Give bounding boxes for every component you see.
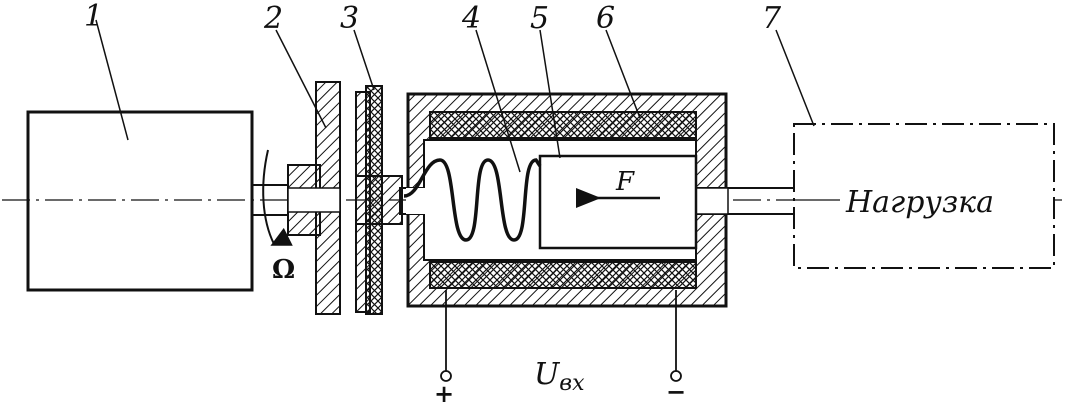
terminal-plus-lead	[440, 290, 452, 382]
coil-leader-line	[605, 29, 641, 119]
force-label: F	[615, 167, 635, 197]
input-voltage-label: Uвх	[534, 357, 585, 396]
spring	[403, 158, 542, 242]
coil-winding-upper	[429, 111, 697, 139]
label-part-7: 7	[762, 1, 782, 36]
motor-leader-line	[95, 19, 129, 141]
label-part-6: 6	[596, 1, 615, 36]
plus-terminal-label: +	[434, 379, 454, 404]
motor-block	[26, 110, 254, 292]
load-block	[793, 123, 1055, 269]
label-part-2: 2	[263, 1, 283, 36]
armature-plunger	[538, 154, 698, 250]
rotation-arrow	[262, 149, 293, 246]
input-voltage-sub: вх	[559, 371, 585, 396]
spring-leader-line	[475, 29, 521, 173]
friction-disc	[355, 85, 403, 315]
label-part-1: 1	[84, 0, 103, 34]
terminal-minus-lead	[670, 290, 682, 382]
omega-label: Ω	[272, 255, 295, 285]
input-voltage-main: U	[534, 357, 561, 392]
disc-leader-line	[275, 29, 327, 129]
load-leader-line	[775, 29, 815, 127]
label-part-4: 4	[461, 1, 481, 36]
load-label: Нагрузка	[845, 185, 994, 220]
driving-disc	[287, 81, 341, 315]
label-part-3: 3	[340, 1, 359, 36]
minus-terminal-label: −	[666, 377, 686, 404]
armature-leader-line	[539, 29, 561, 159]
coil-winding-lower	[429, 261, 697, 289]
friction-disc-leader-line	[353, 29, 375, 91]
label-part-5: 5	[530, 1, 549, 36]
